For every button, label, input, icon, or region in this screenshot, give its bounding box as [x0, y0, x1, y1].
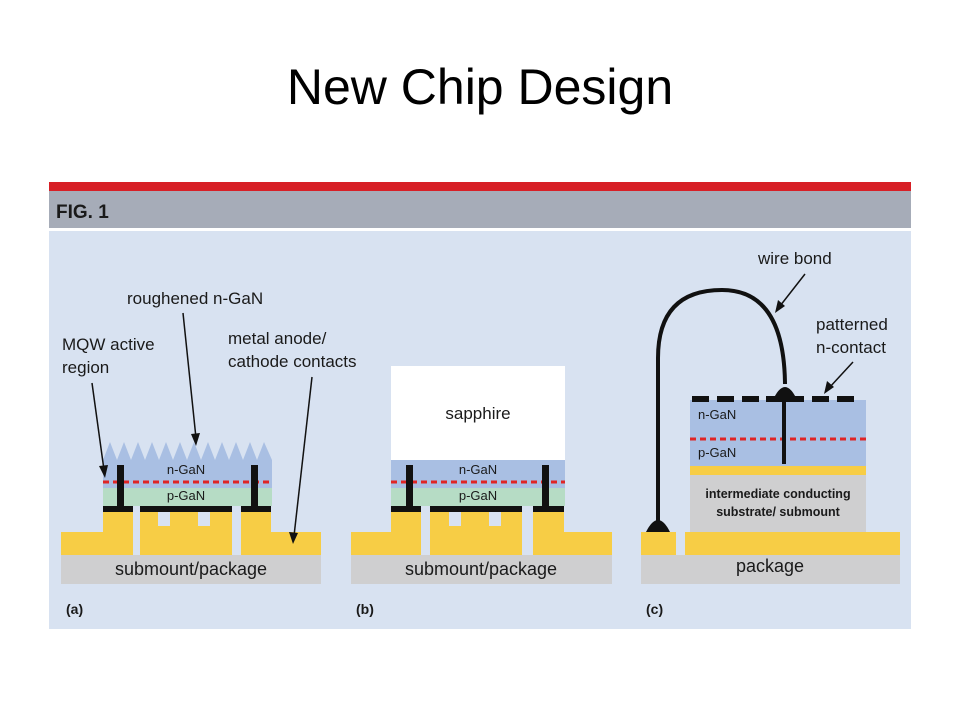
- panel-a-anode-contact: [140, 506, 232, 512]
- panel-a-package-label: submount/package: [115, 559, 267, 579]
- panel-c-substrate-label-line2: substrate/ submount: [716, 505, 840, 519]
- panel-c-package-label: package: [736, 556, 804, 576]
- figure-number: FIG. 1: [56, 202, 109, 223]
- callout-metal-line2: cathode contacts: [228, 352, 357, 371]
- panel-a-roughened-surface: [103, 442, 272, 460]
- panel-a-submount: [61, 555, 321, 584]
- arrow-patterned-contact: [828, 361, 854, 389]
- panel-b-submount: [351, 555, 612, 584]
- accent-bar: [49, 182, 911, 191]
- callout-mqw-line2: region: [62, 358, 109, 377]
- panel-c-bond-ball: [772, 387, 798, 402]
- panel-a-n-gan-label: n-GaN: [167, 462, 205, 477]
- panel-b-n-gan-label: n-GaN: [459, 462, 497, 477]
- panel-c-n-gan: [690, 400, 866, 444]
- panel-b-metal-base: [351, 532, 612, 555]
- panel-b-package-label: submount/package: [405, 559, 557, 579]
- figure-header-band: [49, 191, 911, 228]
- panel-b-p-gan-label: p-GaN: [459, 488, 497, 503]
- callout-patterned-line2: n-contact: [816, 338, 886, 357]
- panel-c-intermediate-substrate: [690, 475, 866, 532]
- panel-b-caption: (b): [356, 601, 374, 617]
- panel-b: sapphire n-GaN p-GaN submount/package (b…: [351, 366, 612, 617]
- panel-b-sapphire: [391, 366, 565, 460]
- panel-c-substrate-label-line1: intermediate conducting: [705, 487, 850, 501]
- panel-b-sapphire-label: sapphire: [445, 404, 510, 423]
- callout-metal-line1: metal anode/: [228, 329, 327, 348]
- panel-c-wire-bond-foot: [646, 520, 670, 532]
- callout-mqw-line1: MQW active: [62, 335, 155, 354]
- panel-c-caption: (c): [646, 601, 663, 617]
- panel-c: n-GaN p-GaN intermediate conducting subs…: [641, 249, 900, 617]
- panel-c-n-gan-label: n-GaN: [698, 407, 736, 422]
- arrow-wire-bond: [779, 273, 806, 307]
- panel-a-metal-base: [61, 532, 321, 555]
- arrow-mqw: [91, 382, 105, 471]
- panel-a: n-GaN p-GaN submount/package (a) roughen…: [61, 289, 357, 617]
- panel-c-die-attach: [685, 532, 900, 555]
- callout-patterned-line1: patterned: [816, 315, 888, 334]
- panel-c-via: [782, 400, 786, 464]
- panel-c-package: [641, 555, 900, 584]
- panel-c-bond-pad: [641, 532, 676, 555]
- panel-b-p-gan: [391, 488, 565, 506]
- callout-wire-bond: wire bond: [757, 249, 832, 268]
- panel-a-p-gan-label: p-GaN: [167, 488, 205, 503]
- arrow-roughened: [182, 312, 197, 439]
- callout-roughened-n-gan: roughened n-GaN: [127, 289, 263, 308]
- panel-a-caption: (a): [66, 601, 83, 617]
- panel-a-p-gan: [103, 488, 272, 506]
- panel-c-wire-bond: [656, 287, 787, 522]
- panel-c-p-gan: [690, 444, 866, 466]
- panel-c-p-gan-label: p-GaN: [698, 445, 736, 460]
- panel-c-metal-layer: [690, 466, 866, 475]
- slide-title: New Chip Design: [286, 59, 674, 115]
- arrow-metal-contacts: [293, 376, 313, 537]
